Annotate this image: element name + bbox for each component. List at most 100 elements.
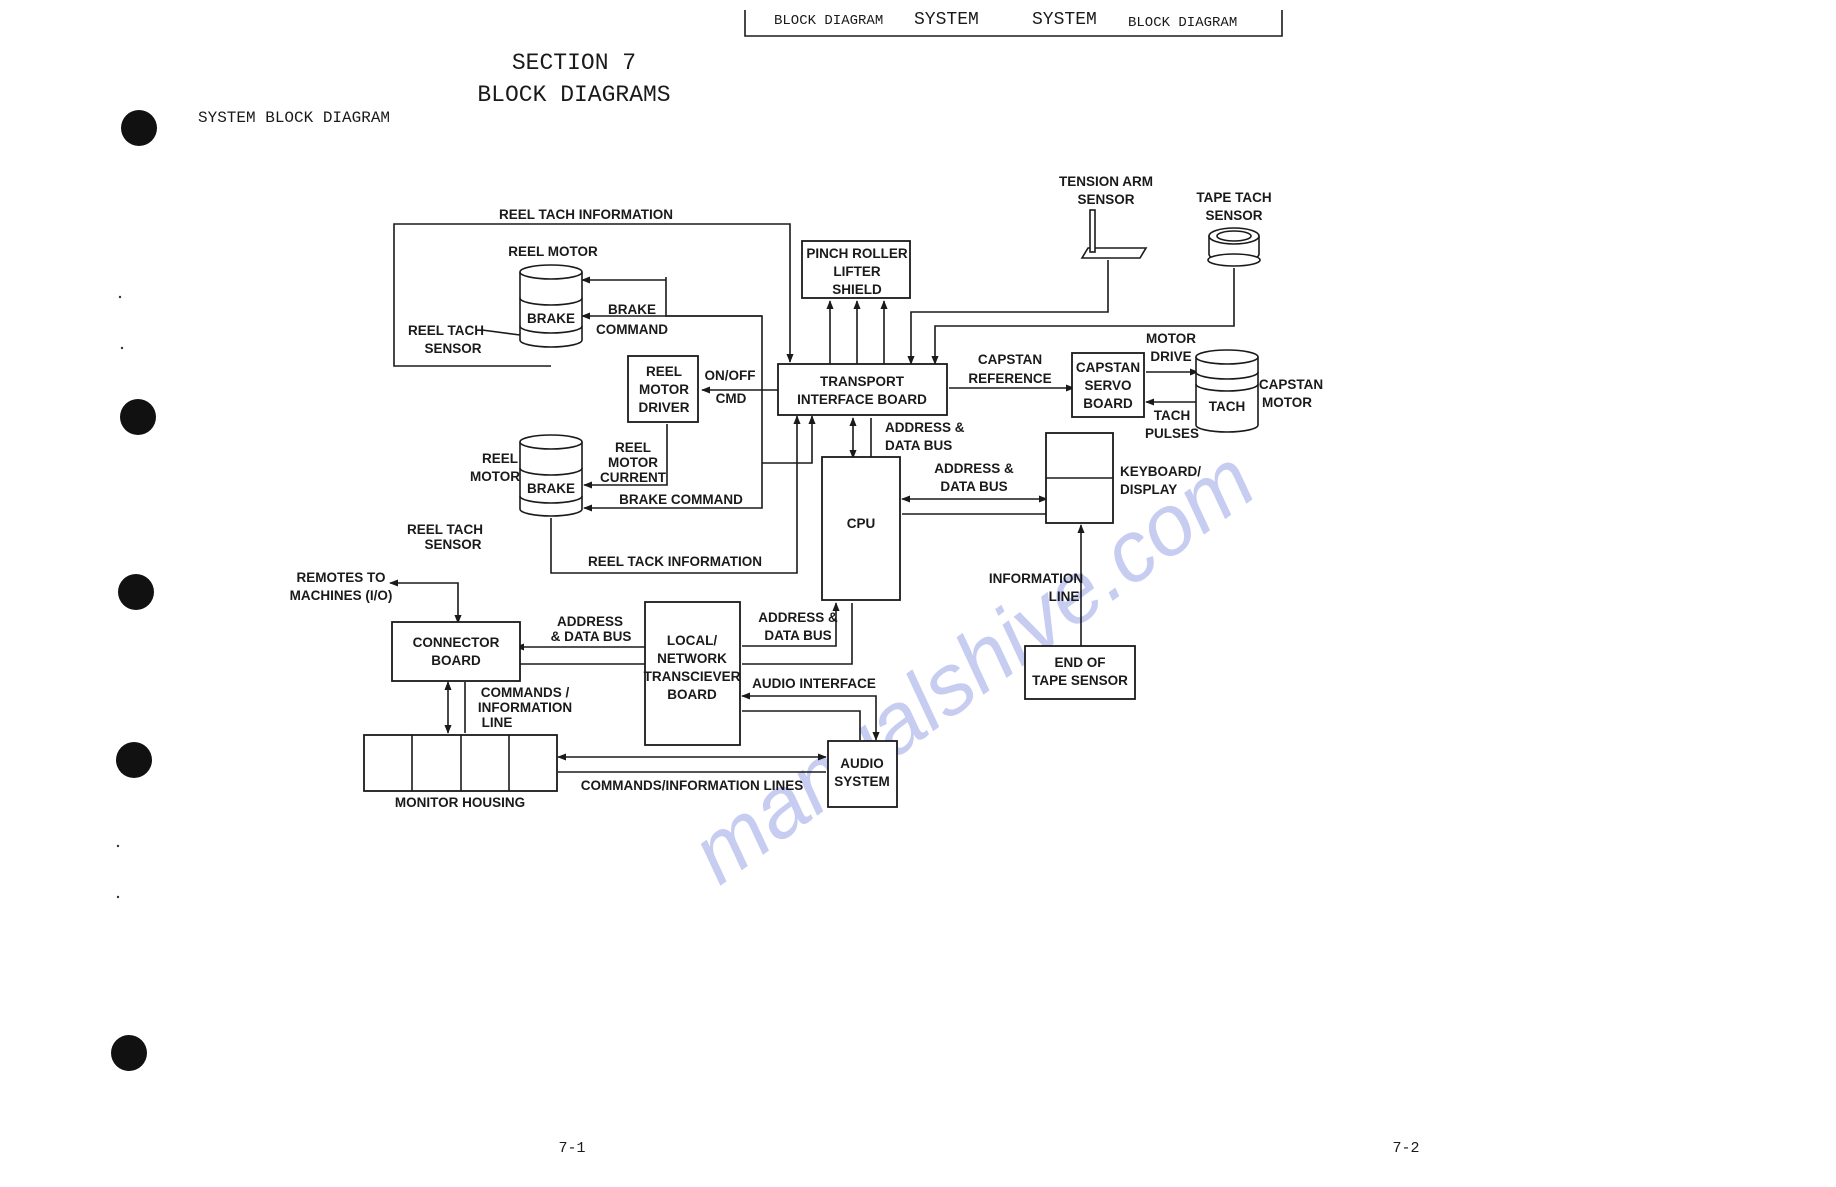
tape-tach-line xyxy=(931,268,1235,365)
label-reel-motor-l2: MOTOR xyxy=(470,469,520,484)
pinch-roller-box xyxy=(801,240,911,299)
label-reel-current-2: MOTOR xyxy=(608,455,658,470)
label-servo-3: BOARD xyxy=(1083,396,1133,411)
label-onoff-1: ON/OFF xyxy=(705,368,756,383)
label-brake-command: BRAKE COMMAND xyxy=(619,492,743,507)
addr-bus-4-a xyxy=(742,602,840,647)
label-cmd-info-1: COMMANDS / xyxy=(481,685,570,700)
page-number-left: 7-1 xyxy=(558,1140,585,1157)
label-info-line-1: INFORMATION xyxy=(989,571,1083,586)
connection-lines xyxy=(389,223,1235,773)
label-servo-1: CAPSTAN xyxy=(1076,360,1140,375)
label-addr-bus-2b: DATA BUS xyxy=(940,479,1007,494)
page-number-right: 7-2 xyxy=(1392,1140,1419,1157)
label-tape-tach-1: TAPE TACH xyxy=(1196,190,1271,205)
label-capstan-motor-2: MOTOR xyxy=(1262,395,1312,410)
label-onoff-2: CMD xyxy=(716,391,747,406)
label-cmd-info-2: INFORMATION xyxy=(478,700,572,715)
header-right-block: BLOCK DIAGRAM xyxy=(1128,15,1237,31)
label-audio-1: AUDIO xyxy=(840,756,884,771)
label-reel-tach-lower-2: SENSOR xyxy=(424,537,481,552)
header-left-system: SYSTEM xyxy=(914,10,979,30)
label-brake-command-2: COMMAND xyxy=(596,322,668,337)
tension-arm-sensor-icon xyxy=(1080,209,1148,259)
label-audio-2: SYSTEM xyxy=(834,774,890,789)
label-transport-2: INTERFACE BOARD xyxy=(797,392,927,407)
label-connector-1: CONNECTOR xyxy=(413,635,500,650)
label-addr-bus-1b: DATA BUS xyxy=(885,438,952,453)
label-addr-bus-1a: ADDRESS & xyxy=(885,420,965,435)
header-left-block: BLOCK DIAGRAM xyxy=(774,13,883,29)
label-reel-motor-top: REEL MOTOR xyxy=(508,244,598,259)
label-tach: TACH xyxy=(1209,399,1246,414)
tension-arm-line xyxy=(907,260,1109,365)
label-keyboard-1: KEYBOARD/ xyxy=(1120,464,1201,479)
label-brake-command-1: BRAKE xyxy=(608,302,656,317)
binder-holes xyxy=(111,110,157,1071)
section-title: BLOCK DIAGRAMS xyxy=(477,82,670,108)
capstan-motor-icon xyxy=(1195,349,1259,433)
brake-command-lower-line xyxy=(583,463,763,512)
label-tension-2: SENSOR xyxy=(1077,192,1134,207)
label-motor-drive-2: DRIVE xyxy=(1150,349,1191,364)
label-reel-tach-top-1: REEL TACH xyxy=(408,323,484,338)
label-end-tape-2: TAPE SENSOR xyxy=(1032,673,1128,688)
label-addr-bus-3b: & DATA BUS xyxy=(551,629,632,644)
label-local-2: NETWORK xyxy=(657,651,727,666)
label-brake-top: BRAKE xyxy=(527,311,575,326)
label-reel-driver-3: DRIVER xyxy=(638,400,689,415)
label-pinch-1: PINCH ROLLER xyxy=(806,246,908,261)
audio-interface-a xyxy=(741,692,880,741)
section-subtitle: SYSTEM BLOCK DIAGRAM xyxy=(198,109,390,127)
label-remotes-1: REMOTES TO xyxy=(296,570,385,585)
reel-motor-current-line xyxy=(583,424,668,489)
connector-board-box xyxy=(391,621,521,682)
reel-tack-info-line xyxy=(550,415,801,574)
audio-interface-b xyxy=(742,710,861,740)
label-end-tape-1: END OF xyxy=(1054,655,1105,670)
binder-hole xyxy=(118,574,154,610)
brake-command-junction xyxy=(762,415,816,464)
reel-tach-info-line xyxy=(393,223,794,367)
reel-motor-lower-icon xyxy=(519,434,583,517)
local-network-box xyxy=(644,601,741,746)
section-number: SECTION 7 xyxy=(512,50,636,76)
label-reel-tack-info: REEL TACK INFORMATION xyxy=(588,554,762,569)
label-tach-pulses-2: PULSES xyxy=(1145,426,1199,441)
label-servo-2: SERVO xyxy=(1084,378,1131,393)
label-capstan-motor-1: CAPSTAN xyxy=(1259,377,1323,392)
reel-tach-pointer xyxy=(481,329,521,336)
cpu-box xyxy=(821,456,901,601)
label-local-4: BOARD xyxy=(667,687,717,702)
specks xyxy=(116,295,124,899)
label-pinch-2: LIFTER xyxy=(833,264,880,279)
label-connector-2: BOARD xyxy=(431,653,481,668)
binder-hole xyxy=(111,1035,147,1071)
label-reel-tach-info: REEL TACH INFORMATION xyxy=(499,207,673,222)
label-capstan-ref-2: REFERENCE xyxy=(968,371,1051,386)
remotes-line xyxy=(389,579,462,624)
transport-interface-box xyxy=(777,363,948,416)
label-reel-tach-lower-1: REEL TACH xyxy=(407,522,483,537)
label-pinch-3: SHIELD xyxy=(832,282,882,297)
tape-tach-sensor-icon xyxy=(1207,227,1261,267)
label-monitor-housing: MONITOR HOUSING xyxy=(395,795,525,810)
label-tension-1: TENSION ARM xyxy=(1059,174,1153,189)
label-reel-current-3: CURRENT xyxy=(600,470,667,485)
header-right-system: SYSTEM xyxy=(1032,10,1097,30)
label-capstan-ref-1: CAPSTAN xyxy=(978,352,1042,367)
binder-hole xyxy=(120,399,156,435)
binder-hole xyxy=(116,742,152,778)
label-local-3: TRANSCIEVER xyxy=(644,669,741,684)
label-reel-motor-l1: REEL xyxy=(482,451,518,466)
label-keyboard-2: DISPLAY xyxy=(1120,482,1177,497)
reel-motor-driver-box xyxy=(627,355,699,423)
label-tach-pulses-1: TACH xyxy=(1154,408,1191,423)
label-cpu: CPU xyxy=(847,516,876,531)
label-addr-bus-4b: DATA BUS xyxy=(764,628,831,643)
label-addr-bus-4a: ADDRESS & xyxy=(758,610,838,625)
label-local-1: LOCAL/ xyxy=(667,633,717,648)
label-reel-driver-2: MOTOR xyxy=(639,382,689,397)
end-of-tape-box xyxy=(1024,645,1136,700)
